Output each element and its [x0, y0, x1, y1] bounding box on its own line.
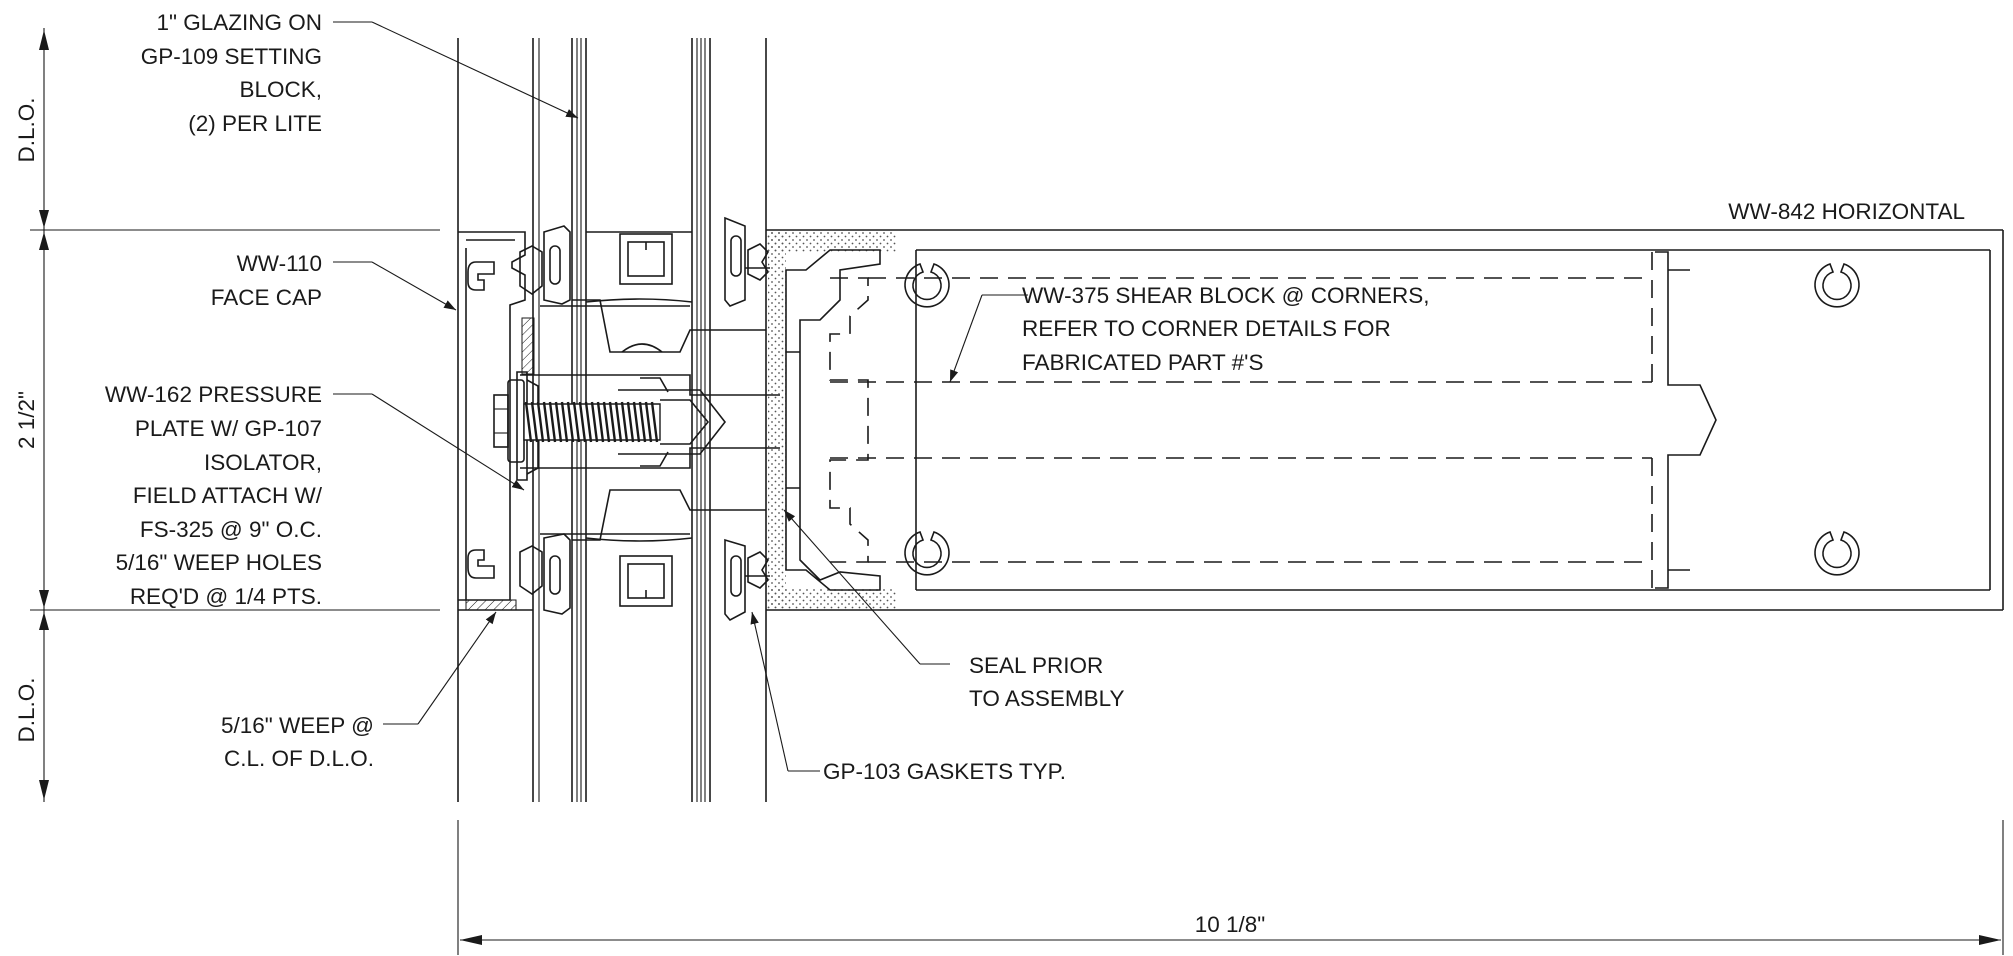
label-weep-line-2: C.L. OF D.L.O. [224, 746, 374, 771]
label-shear-block-line-3: FABRICATED PART #'S [1022, 350, 1263, 375]
label-face-cap: WW-110 FACE CAP [211, 251, 322, 310]
label-shear-block-line-2: REFER TO CORNER DETAILS FOR [1022, 316, 1391, 341]
fs-325-screw [493, 374, 780, 469]
label-pressure-plate-line-1: WW-162 PRESSURE [105, 382, 322, 407]
label-gaskets: GP-103 GASKETS TYP. [823, 759, 1066, 784]
label-pressure-plate-line-6: 5/16" WEEP HOLES [116, 550, 322, 575]
label-pressure-plate-line-4: FIELD ATTACH W/ [133, 483, 323, 508]
dim-dlo-bottom: D.L.O. [14, 677, 39, 742]
horizontal-dimension [457, 820, 2004, 955]
leaders [333, 21, 1028, 772]
screw-threads [524, 401, 659, 443]
dim-height: 2 1/2" [14, 391, 39, 449]
label-face-cap-line-1: WW-110 [237, 251, 322, 276]
label-pressure-plate-line-5: FS-325 @ 9" O.C. [140, 517, 322, 542]
gasket-left-bottom [519, 533, 571, 615]
face-cap-profile [458, 231, 533, 611]
label-seal: SEAL PRIOR TO ASSEMBLY [969, 653, 1124, 711]
gasket-left-top [519, 225, 571, 305]
label-shear-block-line-1: WW-375 SHEAR BLOCK @ CORNERS, [1022, 283, 1430, 308]
label-seal-line-2: TO ASSEMBLY [969, 686, 1124, 711]
mullion-body [572, 231, 766, 607]
label-horizontal: WW-842 HORIZONTAL [1728, 199, 1965, 224]
label-shear-block: WW-375 SHEAR BLOCK @ CORNERS, REFER TO C… [1022, 283, 1430, 375]
label-face-cap-line-2: FACE CAP [211, 285, 322, 310]
horizontal-profile [785, 229, 2004, 611]
label-glazing-line-3: BLOCK, [239, 77, 322, 102]
gasket-right-bottom [724, 538, 770, 622]
dim-dlo-top: D.L.O. [14, 97, 39, 162]
dim-width: 10 1/8" [1195, 912, 1266, 937]
label-pressure-plate: WW-162 PRESSURE PLATE W/ GP-107 ISOLATOR… [105, 382, 323, 609]
label-glazing-line-1: 1" GLAZING ON [156, 10, 322, 35]
label-glazing-line-2: GP-109 SETTING [141, 44, 322, 69]
label-glazing-line-4: (2) PER LITE [188, 111, 322, 136]
label-weep: 5/16" WEEP @ C.L. OF D.L.O. [221, 713, 374, 771]
label-glazing: 1" GLAZING ON GP-109 SETTING BLOCK, (2) … [141, 10, 322, 136]
gasket-right-top [724, 216, 770, 307]
pressure-plate-profile [516, 305, 690, 535]
label-weep-line-1: 5/16" WEEP @ [221, 713, 374, 738]
shear-block-hidden [829, 252, 1653, 588]
label-pressure-plate-line-3: ISOLATOR, [204, 450, 322, 475]
label-seal-line-1: SEAL PRIOR [969, 653, 1103, 678]
label-pressure-plate-line-2: PLATE W/ GP-107 [135, 416, 322, 441]
vertical-dimension [30, 28, 440, 802]
label-pressure-plate-line-7: REQ'D @ 1/4 PTS. [130, 584, 322, 609]
sealant-fill [766, 229, 896, 611]
